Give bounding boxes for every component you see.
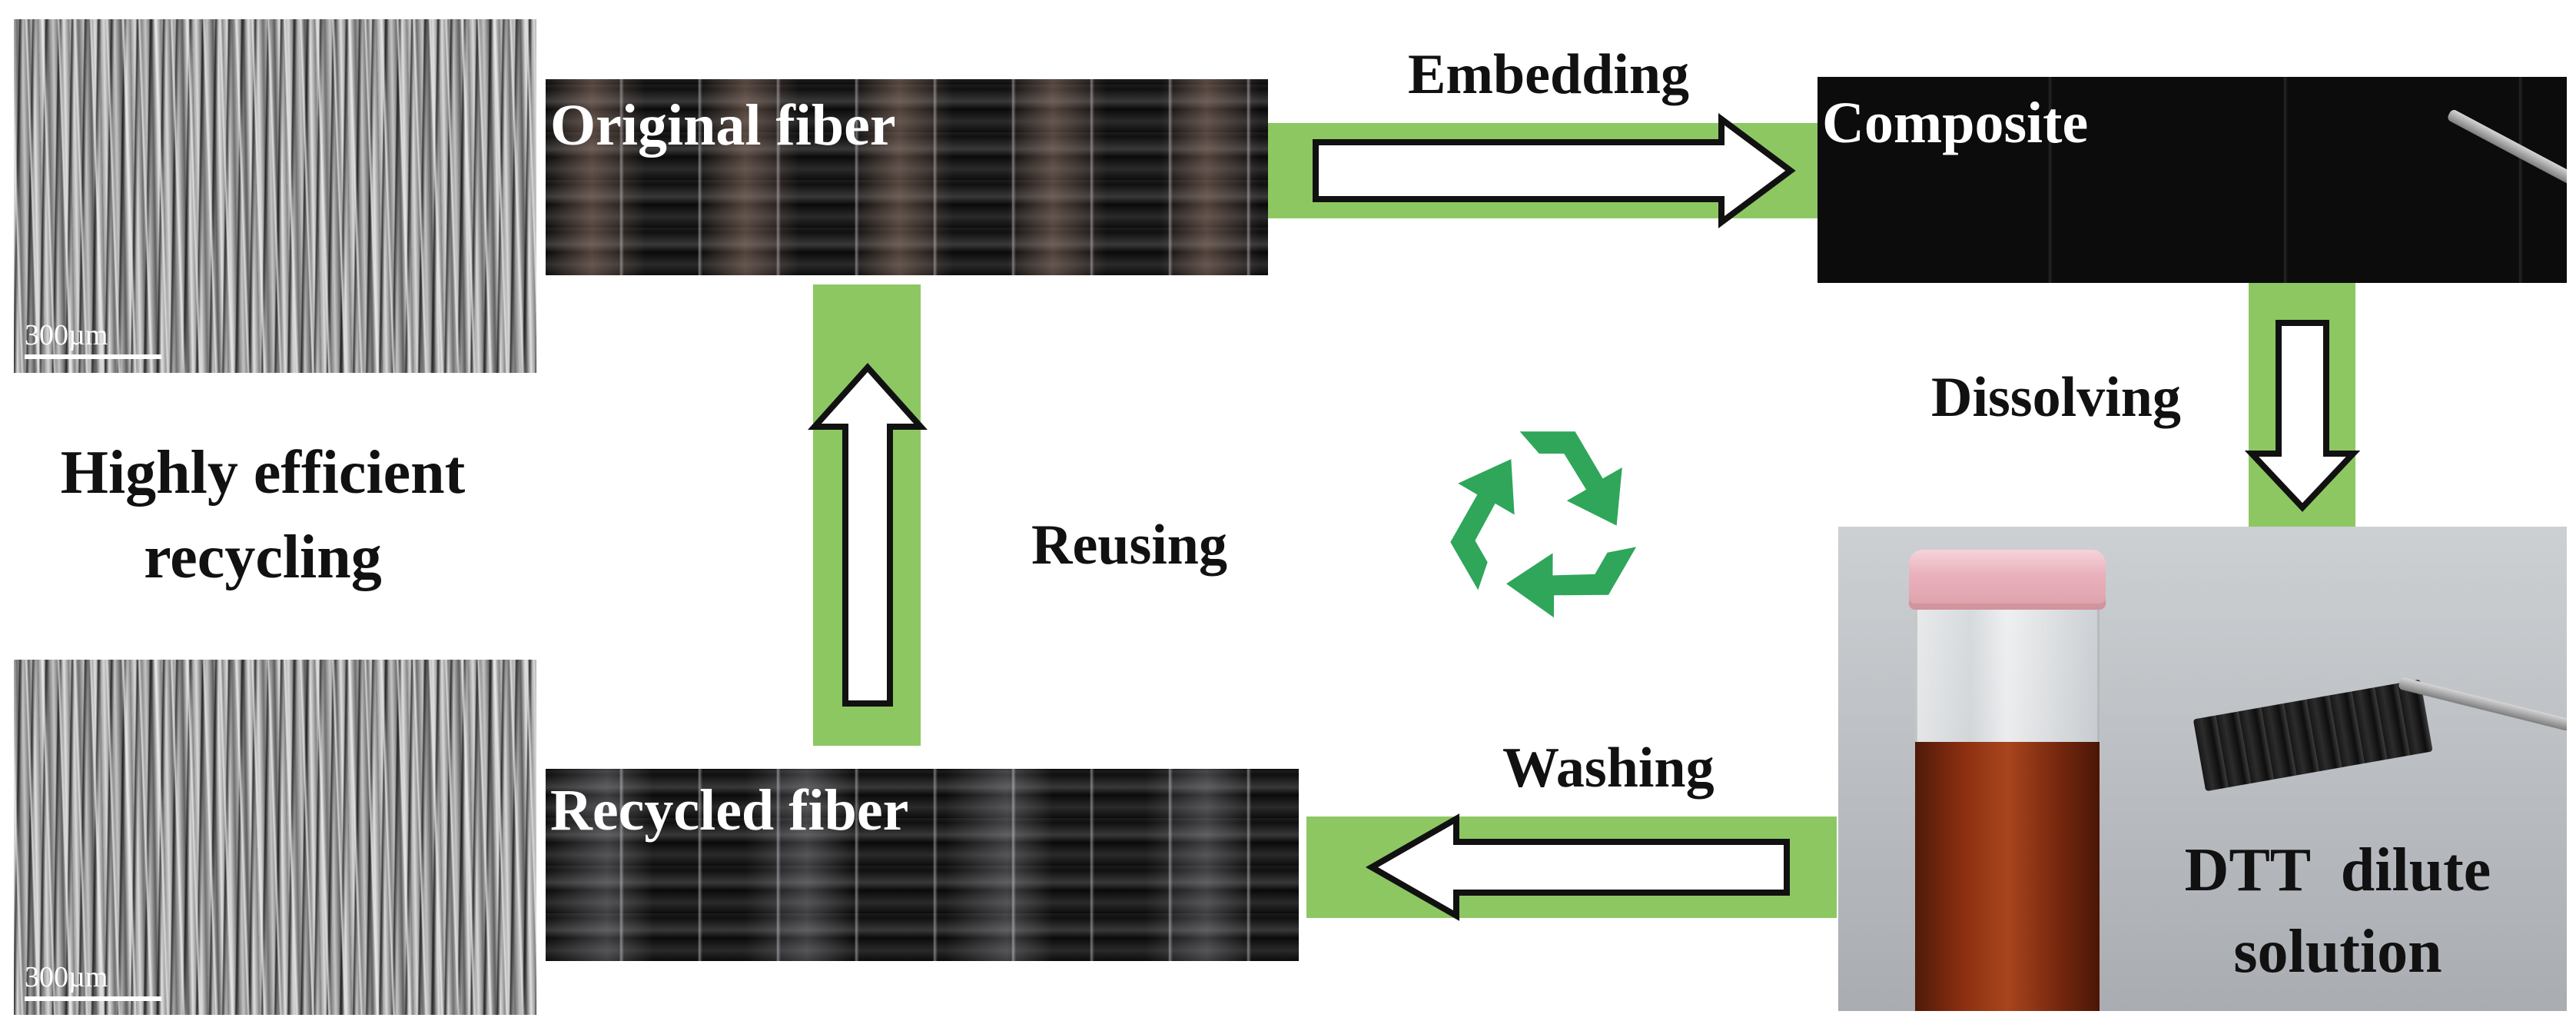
composite-image: Composite	[1817, 77, 2567, 283]
side-label-line1: Highly efficient	[60, 439, 466, 507]
recycled-fiber-label: Recycled fiber	[550, 778, 909, 843]
vial-cap	[1909, 550, 2106, 610]
step-embedding-label: Embedding	[1408, 43, 1690, 106]
step-dissolving-label: Dissolving	[1931, 366, 2181, 429]
side-label: Highly efficient recycling	[0, 431, 547, 600]
step-washing-label: Washing	[1502, 737, 1715, 800]
recycle-icon	[1450, 431, 1637, 618]
band-reusing	[813, 284, 921, 746]
vial-liquid	[1915, 742, 2100, 1011]
original-fiber-label: Original fiber	[550, 93, 896, 158]
dtt-solution-label: DTT dilute solution	[2123, 830, 2553, 993]
dtt-solution-line2: solution	[2233, 917, 2442, 986]
scale-bar-label: 300µm	[25, 961, 108, 993]
band-dissolving	[2249, 283, 2355, 529]
original-fiber-image: Original fiber	[546, 79, 1268, 275]
sem-image-recycled: 300µm	[14, 660, 536, 1015]
sem-image-original: 300µm	[14, 19, 536, 373]
step-reusing-label: Reusing	[1031, 514, 1227, 577]
recycled-fiber-image: Recycled fiber	[546, 769, 1299, 961]
band-washing	[1306, 816, 1837, 918]
fiber-strip	[2193, 679, 2433, 792]
scale-bar: 300µm	[25, 963, 161, 1001]
scale-bar: 300µm	[25, 321, 161, 359]
dtt-solution-line1: DTT dilute	[2184, 836, 2491, 904]
side-label-line2: recycling	[144, 524, 382, 592]
composite-label: Composite	[1822, 91, 2089, 155]
dtt-solution-photo: DTT dilute solution	[1838, 527, 2567, 1011]
band-embedding	[1264, 123, 1824, 218]
scale-bar-label: 300µm	[25, 319, 108, 351]
